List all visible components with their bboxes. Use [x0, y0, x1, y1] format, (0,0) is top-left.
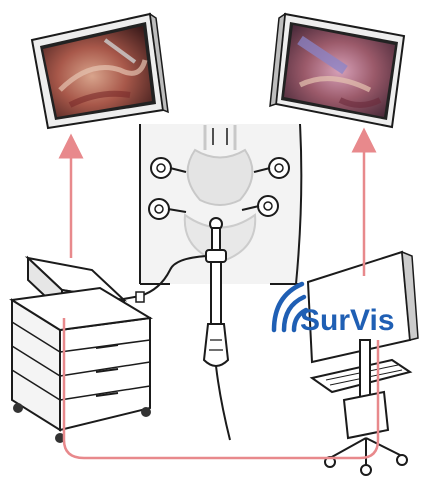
- left-monitor: [32, 14, 168, 128]
- logo-text: SurVis: [300, 304, 395, 337]
- right-monitor: [270, 14, 404, 127]
- workstation-cart-icon: [308, 252, 418, 475]
- endoscopy-tower-icon: [12, 258, 151, 443]
